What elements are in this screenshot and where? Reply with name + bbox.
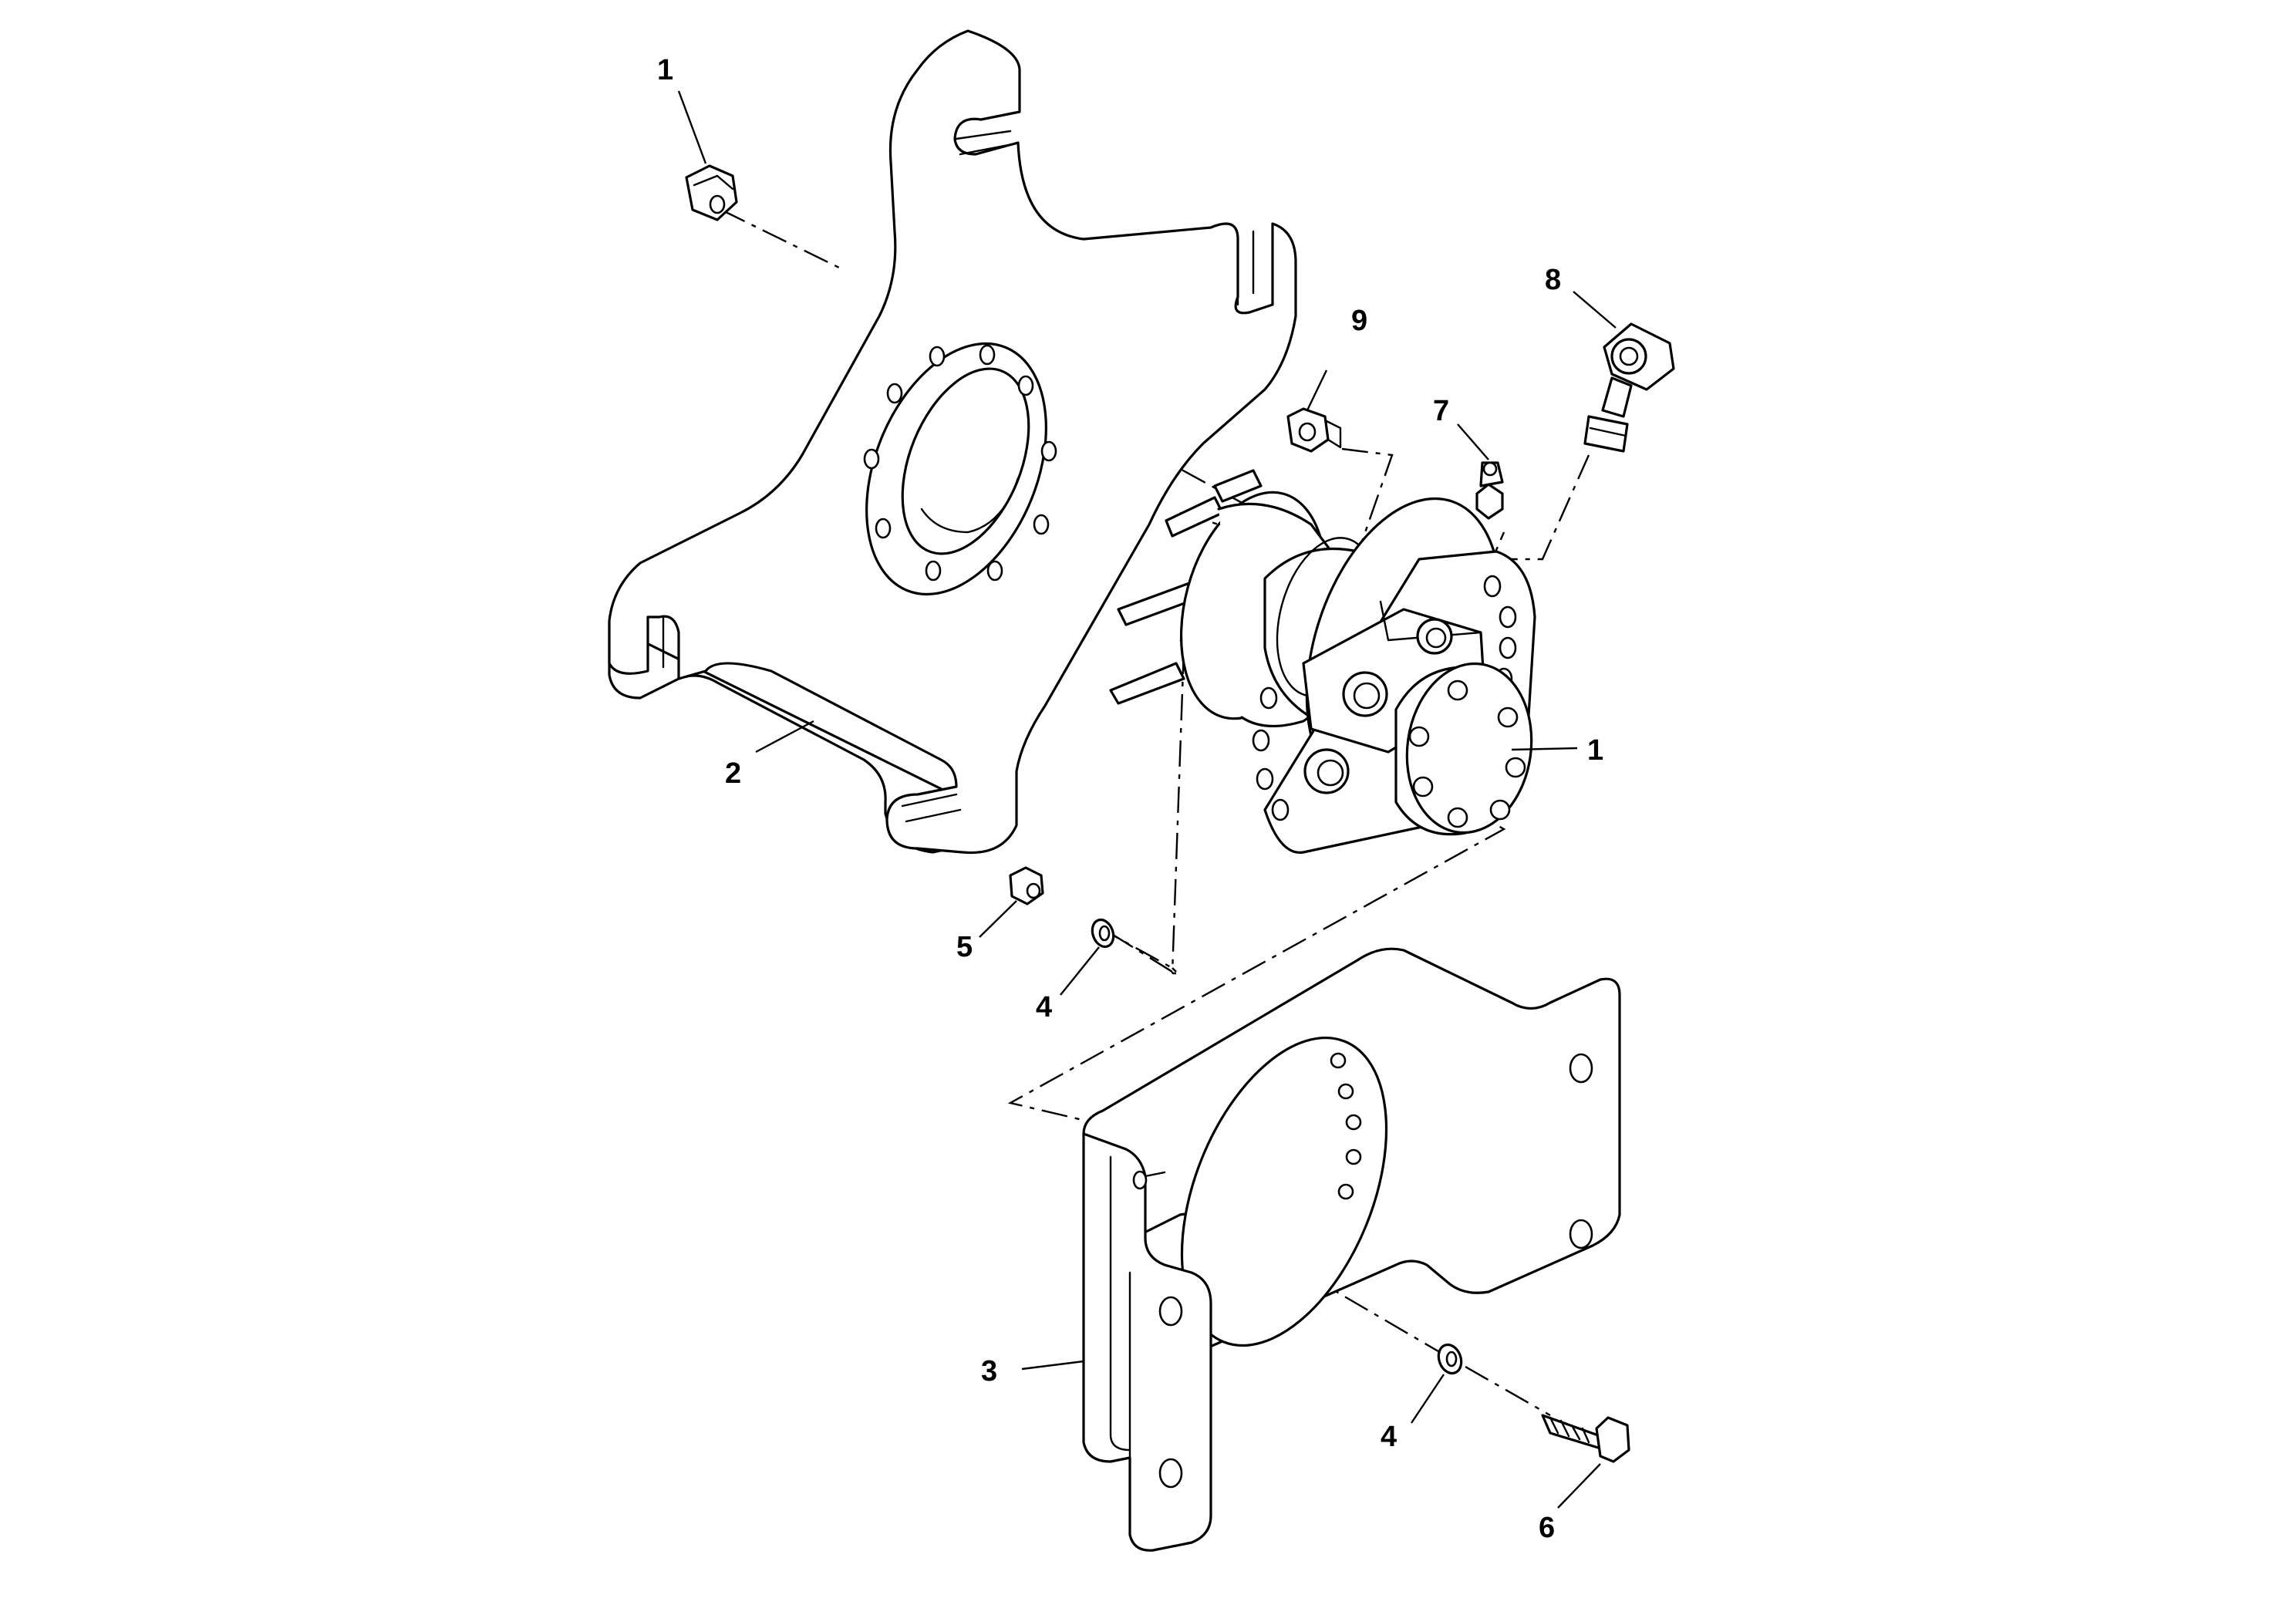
callout-8: 8 <box>1545 264 1561 296</box>
hex-nut-small <box>1009 866 1044 905</box>
mounting-bracket <box>1082 947 1621 1552</box>
leader-lines <box>677 90 1617 1509</box>
hex-nut-top <box>685 164 738 221</box>
washer-upper <box>1091 918 1115 949</box>
callout-4-upper: 4 <box>1036 991 1052 1023</box>
hex-bolt <box>1541 1414 1630 1463</box>
callout-2: 2 <box>725 757 741 790</box>
grease-fitting <box>1475 461 1504 520</box>
washer-lower <box>1437 1343 1463 1375</box>
mounting-plate <box>608 29 1297 855</box>
callout-labels: 1 2 5 4 3 4 6 1 7 9 8 <box>657 54 1603 1544</box>
port-plug <box>1286 407 1342 453</box>
elbow-fitting <box>1583 322 1675 453</box>
callout-1-nut: 1 <box>657 54 673 86</box>
callout-3: 3 <box>981 1355 997 1388</box>
callout-6: 6 <box>1539 1512 1555 1544</box>
hydraulic-motor <box>1109 469 1536 854</box>
callout-9: 9 <box>1351 305 1367 337</box>
callout-4-lower: 4 <box>1381 1421 1397 1453</box>
callout-7: 7 <box>1433 395 1449 427</box>
callout-1-motor: 1 <box>1587 734 1603 767</box>
callout-5: 5 <box>956 931 973 963</box>
